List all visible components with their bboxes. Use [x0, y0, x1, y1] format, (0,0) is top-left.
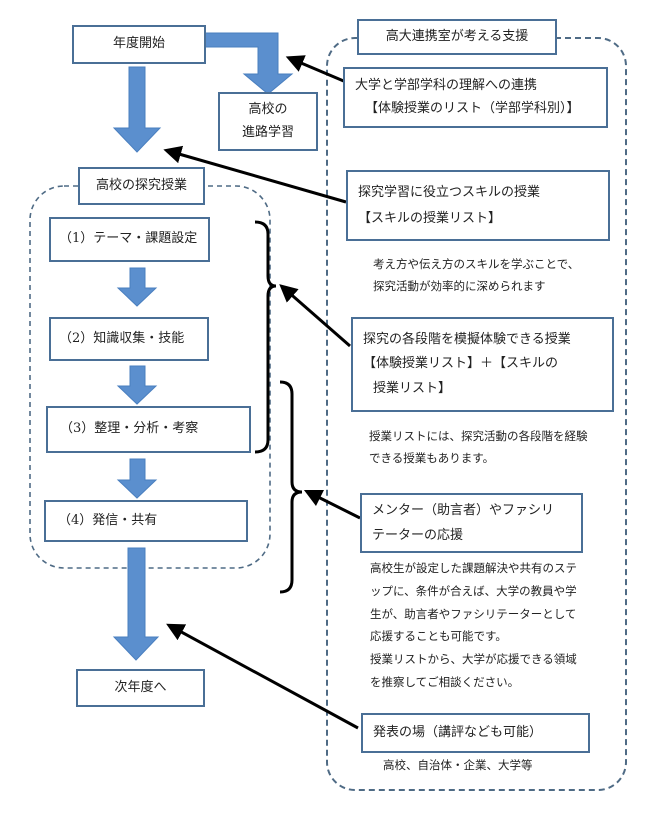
block-arrow-step-3-4 — [116, 458, 158, 499]
support-4-note-line-4: 応援することも可能です。 — [370, 629, 507, 644]
support-4-line-1: メンター（助言者）やファシリ — [372, 502, 555, 518]
support-5-note: 高校、自治体・企業、大学等 — [383, 754, 533, 776]
support-2-note-line-1: 考え方や伝え方のスキルを学ぶことで、 — [373, 257, 580, 271]
block-arrow-step-2-3 — [116, 365, 158, 405]
step-2-box: （2）知識収集・技能 — [49, 317, 209, 361]
step-1-box: （1）テーマ・課題設定 — [49, 217, 210, 262]
support-5-line-1: 発表の場（講評なども可能） — [373, 724, 543, 740]
step-4-box: （4）発信・共有 — [44, 500, 248, 542]
support-box-presentation-venue: 発表の場（講評なども可能） — [361, 713, 590, 753]
support-3-line-1: 探究の各段階を模擬体験できる授業 — [363, 332, 571, 348]
next-year-label: 次年度へ — [114, 679, 167, 695]
support-panel-title: 高大連携室が考える支援 — [385, 28, 529, 44]
support-box-skill-classes: 探究学習に役立つスキルの授業 【スキルの授業リスト】 — [346, 170, 610, 241]
support-2-line-1: 探究学習に役立つスキルの授業 — [358, 185, 541, 201]
support-4-note-line-3: 生が、助言者やファシリテーターとして — [370, 606, 577, 621]
support-box-mentor-facilitator: メンター（助言者）やファシリ テーターの応援 — [360, 493, 583, 553]
block-arrow-step-1-2 — [116, 267, 158, 307]
support-4-note-line-2: ップに、条件が合えば、大学の教員や学 — [370, 583, 577, 598]
support-3-note-line-2: できる授業もあります。 — [369, 451, 495, 466]
brace-steps-1-3 — [254, 220, 277, 454]
pointer-arrow-brace-2 — [303, 489, 361, 520]
support-4-note-line-1: 高校生が設定した課題解決や共有のステ — [370, 561, 577, 575]
pointer-arrow-brace-1 — [279, 284, 351, 348]
step-3-box: （3）整理・分析・考察 — [46, 406, 251, 453]
support-5-note-line-1: 高校、自治体・企業、大学等 — [383, 758, 533, 772]
pointer-arrow-inquiry — [163, 145, 347, 204]
support-panel-title-box: 高大連携室が考える支援 — [357, 19, 557, 55]
support-2-note: 考え方や伝え方のスキルを学ぶことで、 探究活動が効率的に深められます — [373, 253, 579, 298]
support-2-note-line-2: 探究活動が効率的に深められます — [373, 279, 546, 294]
start-of-year-label: 年度開始 — [112, 36, 165, 52]
step-1-label: （1）テーマ・課題設定 — [59, 231, 198, 247]
pointer-arrow-career — [285, 55, 347, 84]
pointer-arrow-next-year — [166, 623, 359, 730]
career-study-line-1: 高校の — [248, 101, 288, 117]
start-of-year-box: 年度開始 — [72, 25, 206, 64]
support-3-line-3: 授業リスト】 — [373, 380, 452, 396]
support-3-note: 授業リストには、探究活動の各段階を経験 できる授業もあります。 — [369, 425, 588, 470]
inquiry-class-title-box: 高校の探究授業 — [78, 167, 205, 205]
support-4-note: 高校生が設定した課題解決や共有のステ ップに、条件が合えば、大学の教員や学 生が… — [370, 557, 577, 694]
block-arrow-to-next-year — [112, 547, 160, 661]
step-4-label: （4）発信・共有 — [58, 512, 158, 528]
career-study-box: 高校の 進路学習 — [218, 92, 318, 151]
support-3-note-line-1: 授業リストには、探究活動の各段階を経験 — [369, 429, 588, 443]
support-1-line-1: 大学と学部学科の理解への連携 — [355, 78, 538, 94]
support-box-university-understanding: 大学と学部学科の理解への連携 【体験授業のリスト（学部学科別）】 — [343, 67, 608, 128]
career-study-line-2: 進路学習 — [241, 124, 294, 140]
support-4-note-line-6: を推察してご相談ください。 — [370, 674, 520, 689]
step-2-label: （2）知識収集・技能 — [59, 330, 185, 346]
support-1-line-2: 【体験授業のリスト（学部学科別）】 — [365, 100, 580, 116]
support-box-simulated-experience: 探究の各段階を模擬体験できる授業 【体験授業リスト】＋【スキルの 授業リスト】 — [351, 317, 614, 412]
next-year-box: 次年度へ — [76, 669, 205, 707]
block-arrow-to-inquiry — [112, 66, 162, 153]
block-arrow-to-career — [204, 32, 294, 95]
inquiry-class-title: 高校の探究授業 — [95, 177, 187, 193]
support-3-line-2: 【体験授業リスト】＋【スキルの — [363, 356, 559, 372]
support-4-note-line-5: 授業リストから、大学が応援できる領域 — [370, 652, 577, 667]
brace-steps-3-4 — [279, 380, 303, 594]
support-2-line-2: 【スキルの授業リスト】 — [358, 210, 502, 226]
support-4-line-2: テーターの応援 — [372, 528, 464, 543]
step-3-label: （3）整理・分析・考察 — [60, 421, 199, 437]
